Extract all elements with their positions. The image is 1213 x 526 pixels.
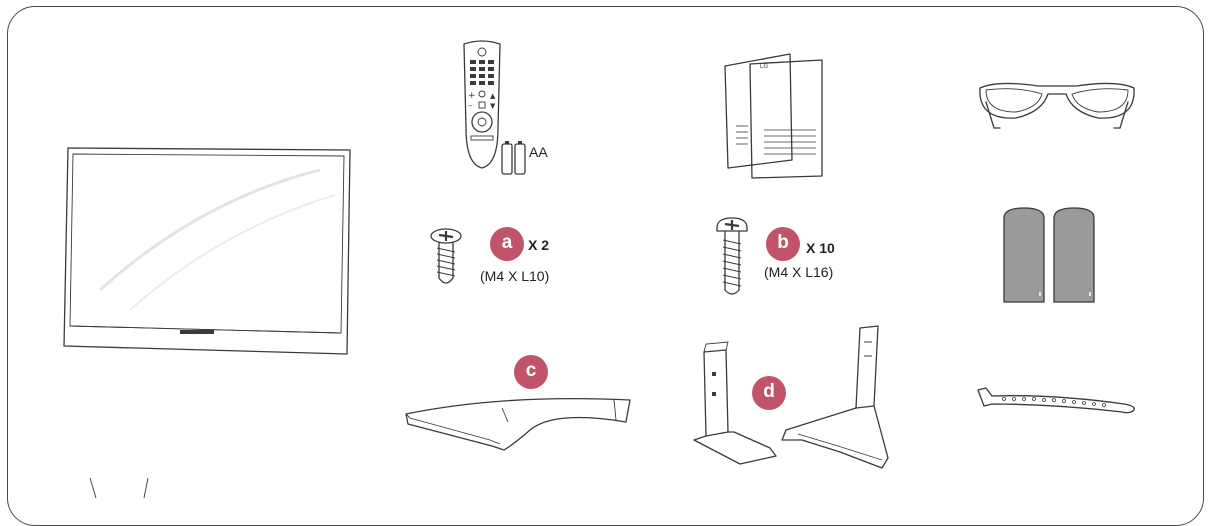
screw-long-icon bbox=[714, 216, 750, 300]
cable-cover-icon bbox=[1002, 206, 1098, 306]
stand-base-icon bbox=[404, 384, 640, 454]
svg-text:–: – bbox=[468, 101, 473, 111]
svg-text:▼: ▼ bbox=[490, 102, 496, 110]
3d-glasses-icon bbox=[976, 72, 1138, 132]
screw-b-spec: (M4 X L16) bbox=[764, 264, 833, 280]
decorative-lines bbox=[86, 478, 156, 498]
manual-brand-mark: LG bbox=[760, 64, 768, 70]
screw-short-icon bbox=[428, 226, 464, 290]
tv-icon bbox=[60, 140, 360, 360]
badge-d: d bbox=[752, 376, 786, 410]
badge-c: c bbox=[514, 355, 548, 389]
screw-a-spec: (M4 X L10) bbox=[480, 268, 549, 284]
screw-a-quantity: X 2 bbox=[528, 237, 549, 253]
stand-body-icon bbox=[778, 322, 898, 470]
owners-manual-icon bbox=[720, 50, 830, 180]
badge-a: a bbox=[490, 227, 524, 261]
screw-b-quantity: X 10 bbox=[806, 240, 835, 256]
svg-text:▲: ▲ bbox=[490, 92, 496, 100]
aa-batteries-icon bbox=[500, 140, 528, 176]
cable-tie-icon bbox=[974, 384, 1144, 418]
badge-b: b bbox=[766, 227, 800, 261]
svg-text:+: + bbox=[468, 91, 476, 101]
battery-label: AA bbox=[529, 144, 548, 160]
